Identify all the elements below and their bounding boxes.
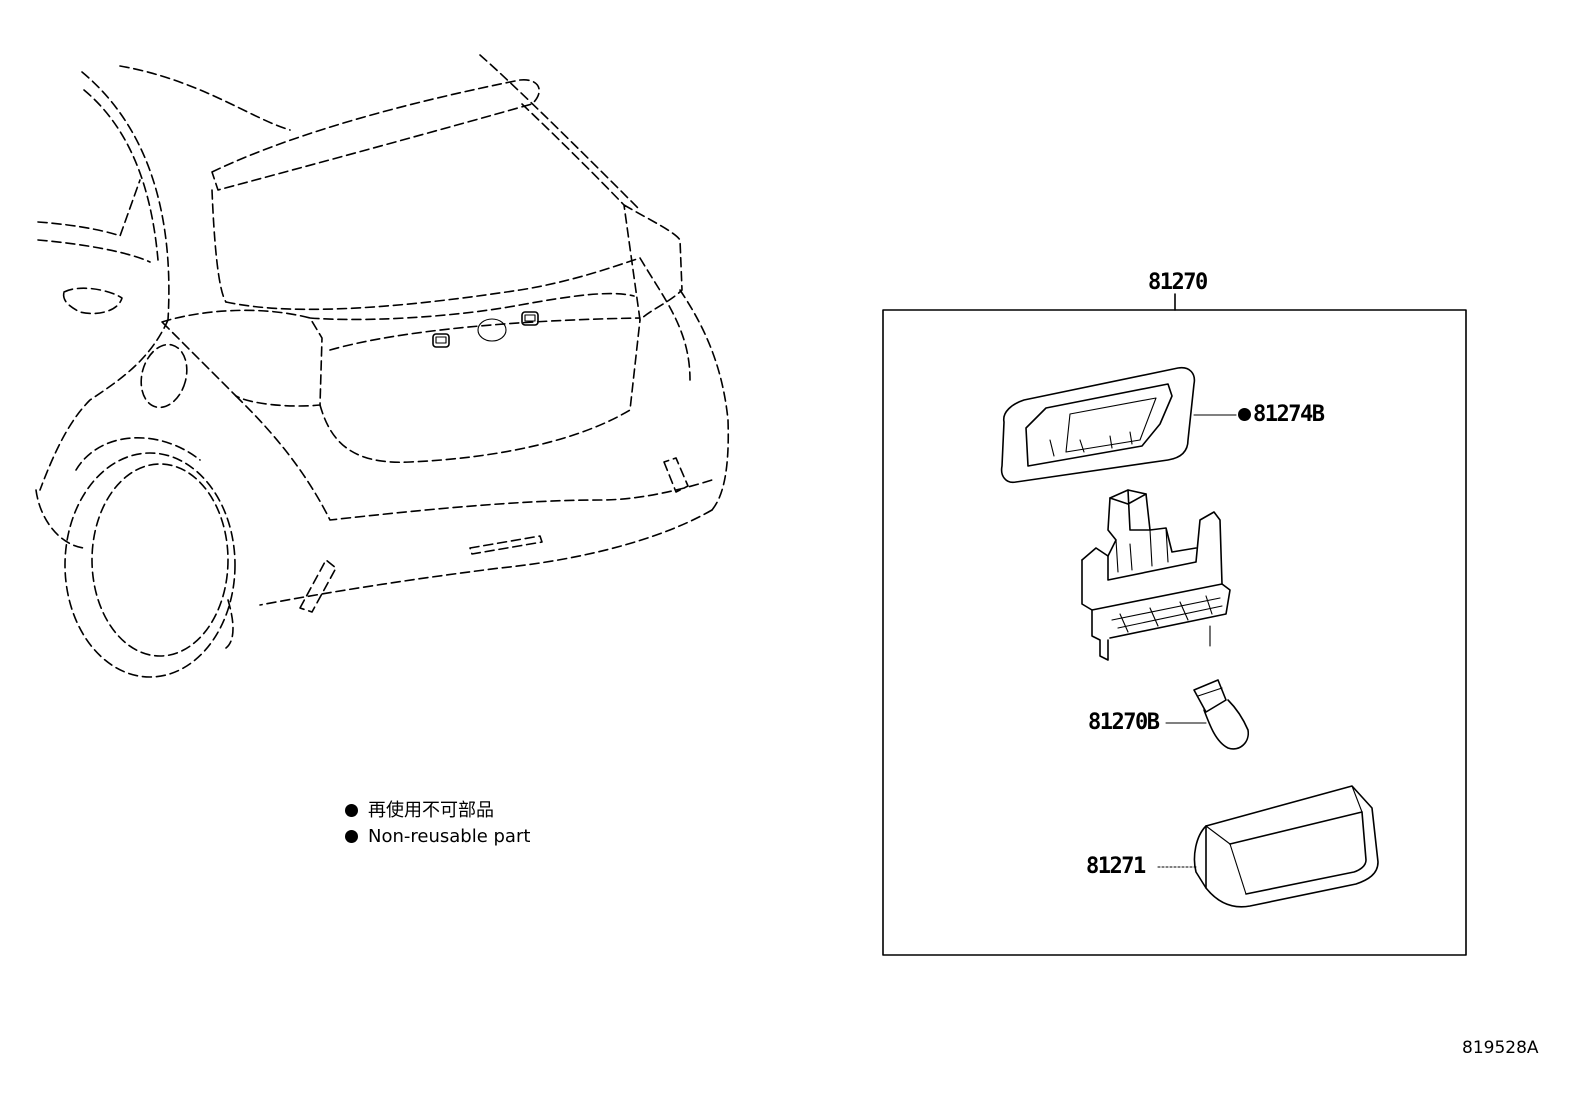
socket-housing-illustration [1081,489,1231,661]
lens-part-number: 81271 [1086,854,1146,879]
filled-circle-icon [345,804,358,817]
legend-item-japanese: 再使用不可部品 [345,802,494,820]
non-reusable-marker-icon [1238,408,1251,421]
vehicle-rear-illustration [35,54,730,678]
gasket-illustration [1000,366,1237,484]
illustration-code: 819528A [1462,1038,1539,1058]
filled-circle-icon [345,830,358,843]
bulb-illustration [1165,679,1250,750]
assembly-box [882,293,1467,956]
bulb-part-number: 81270B [1088,710,1160,735]
legend-text: Non-reusable part [368,826,531,847]
gasket-part-number: 81274B [1253,402,1325,427]
legend-text: 再使用不可部品 [368,800,494,821]
lens-illustration [1157,785,1379,908]
legend-item-english: Non-reusable part [345,828,530,846]
assembly-part-number: 81270 [1148,270,1208,295]
